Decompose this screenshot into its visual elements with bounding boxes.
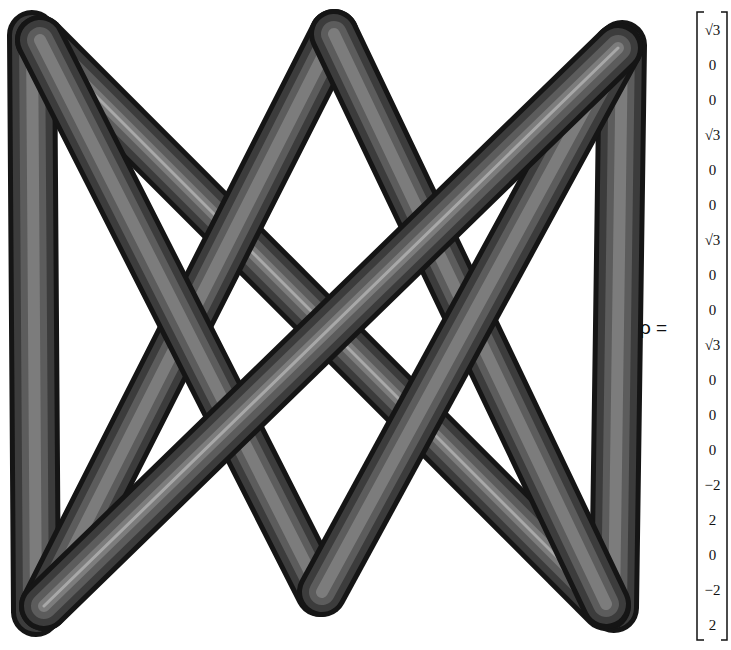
vector-entry: √3 xyxy=(698,128,728,143)
vector-entry: −2 xyxy=(698,583,728,598)
tube xyxy=(614,45,622,608)
vector-entry: 0 xyxy=(698,198,728,213)
vector-entry: √3 xyxy=(698,233,728,248)
tube xyxy=(44,48,618,606)
vector-entry: 2 xyxy=(698,618,728,633)
tube xyxy=(32,35,36,612)
vector-entry: 0 xyxy=(698,303,728,318)
left-bracket xyxy=(697,12,704,640)
vector-entry: √3 xyxy=(698,338,728,353)
tube xyxy=(40,40,320,592)
vector-entry: √3 xyxy=(698,23,728,38)
vector-entry: 0 xyxy=(698,443,728,458)
right-bracket xyxy=(721,12,727,640)
vector-name: ρ = xyxy=(640,318,667,337)
vector-entry: 0 xyxy=(698,408,728,423)
vector-entry: 0 xyxy=(698,268,728,283)
vector-entry: 0 xyxy=(698,163,728,178)
vector-entry: −2 xyxy=(698,478,728,493)
vector-entry: 0 xyxy=(698,548,728,563)
vector-entry: 0 xyxy=(698,58,728,73)
vector-entry: 0 xyxy=(698,93,728,108)
vector-entry: 2 xyxy=(698,513,728,528)
vector-entry: 0 xyxy=(698,373,728,388)
